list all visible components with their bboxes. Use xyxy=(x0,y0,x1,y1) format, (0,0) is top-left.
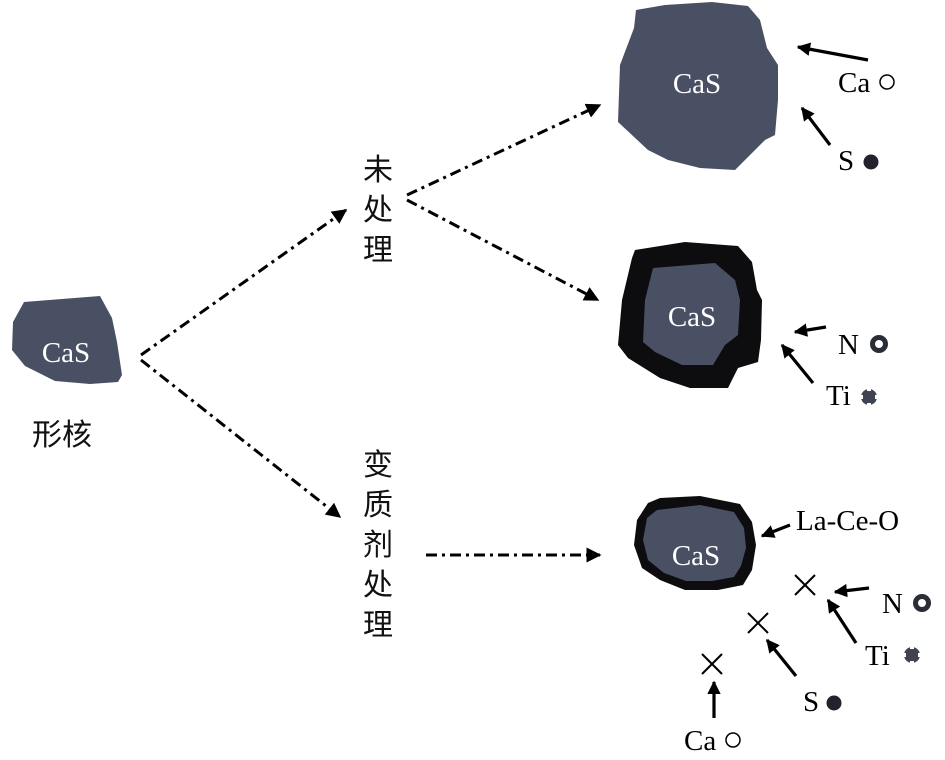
blocked-cross-icon xyxy=(701,653,723,675)
s-filled-circle-icon xyxy=(826,695,842,711)
flow-arrow-untreated xyxy=(140,208,348,357)
branch-label-char: 未 xyxy=(363,153,393,188)
branch-label-modifier: 变 质 剂 处 理 xyxy=(363,448,393,643)
ca-hollow-circle-icon xyxy=(879,74,895,90)
grown-cas-particle: CaS xyxy=(618,2,778,170)
branch-label-untreated: 未 处 理 xyxy=(363,153,393,268)
ti-notched-disc-icon xyxy=(859,387,879,407)
ca-label-modified: Ca xyxy=(684,725,716,757)
blocked-cross-icon xyxy=(794,574,816,596)
branch-label-char: 理 xyxy=(363,608,393,643)
branch-label-char: 变 xyxy=(363,448,393,483)
arrow-ti-to-shell xyxy=(780,343,815,385)
n-thick-ring-icon xyxy=(870,335,888,353)
s-label: S xyxy=(838,145,854,177)
blocked-cross-icon xyxy=(747,612,769,634)
grown-cas-label: CaS xyxy=(673,68,721,100)
branch-label-char: 理 xyxy=(363,233,393,268)
arrow-ti-blocked xyxy=(826,598,858,644)
la-ce-o-label: La-Ce-O xyxy=(796,505,899,537)
nucleus-particle: CaS xyxy=(12,296,122,384)
arrow-la-ce-o-to-shell xyxy=(760,523,791,538)
shelled-cas-particle: CaS xyxy=(618,242,762,388)
arrow-ca-to-cas xyxy=(796,42,869,62)
nucleus-caption: 形核 xyxy=(32,418,92,453)
ca-label: Ca xyxy=(838,67,870,99)
branch-label-char: 剂 xyxy=(363,528,393,563)
flow-arrow-modifier xyxy=(140,358,342,519)
flow-arrow-to-grown-cas xyxy=(406,103,602,197)
ti-notched-disc-icon xyxy=(902,645,922,665)
modified-cas-label: CaS xyxy=(672,540,720,572)
arrow-n-blocked xyxy=(833,583,870,598)
branch-label-char: 处 xyxy=(363,193,393,228)
ti-label-modified: Ti xyxy=(865,640,890,672)
ca-hollow-circle-icon xyxy=(725,732,741,748)
flow-arrow-to-shelled-cas xyxy=(406,198,600,302)
branch-label-char: 处 xyxy=(363,568,393,603)
ti-label: Ti xyxy=(826,380,851,412)
nucleus-cas-label: CaS xyxy=(42,337,90,369)
n-thick-ring-icon xyxy=(913,594,931,612)
s-filled-circle-icon xyxy=(863,154,879,170)
n-label-modified: N xyxy=(882,588,903,620)
shelled-cas-label: CaS xyxy=(668,301,716,333)
branch-label-char: 质 xyxy=(363,488,393,523)
arrow-n-to-shell xyxy=(793,323,827,337)
arrow-s-blocked xyxy=(765,638,798,678)
modified-cas-particle: CaS xyxy=(634,496,756,590)
n-label: N xyxy=(838,329,859,361)
arrow-s-to-cas xyxy=(800,106,832,146)
s-label-modified: S xyxy=(803,686,819,718)
